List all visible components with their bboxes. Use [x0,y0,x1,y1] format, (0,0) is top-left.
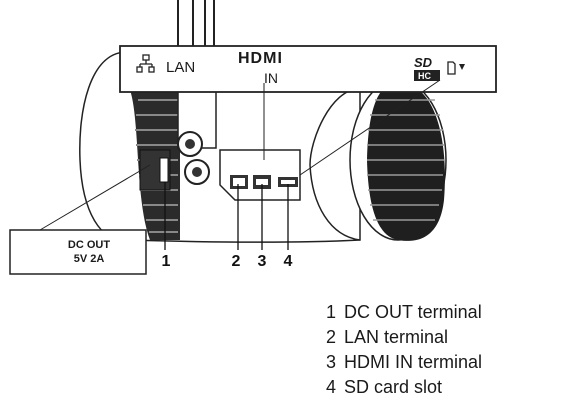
callout-number-1: 1 [162,253,171,270]
hdmi-logo: HDMI [238,50,283,67]
hc-logo-text: HC [418,71,431,81]
legend-text: SD card slot [344,377,443,397]
callout-number-2: 2 [232,253,241,270]
right-vent [349,79,447,241]
legend-number: 3 [326,352,337,372]
hdmi-in-label: IN [264,70,278,86]
legend-number: 2 [326,327,337,347]
legend-item: 2 LAN terminal [326,325,482,350]
legend-text: HDMI IN terminal [344,352,483,372]
legend-list: 1 DC OUT terminal 2 LAN terminal 3 HDMI … [326,300,482,400]
callout-number-3: 3 [258,253,267,270]
sdhc-logo: SD HC [414,55,440,81]
legend-text: LAN terminal [344,327,449,347]
legend-item: 3 HDMI IN terminal [326,350,482,375]
dc-out-label-box: DC OUT 5V 2A [9,164,151,275]
legend-number: 4 [326,377,337,397]
sd-logo-text: SD [414,55,433,70]
network-icon [136,54,155,73]
dc-out-label-line2: 5V 2A [74,253,105,265]
legend-item: 4 SD card slot [326,375,482,400]
connector-lines [263,79,441,176]
callout-leaders [164,182,289,250]
callout-number-4: 4 [284,253,293,270]
lan-label: LAN [166,59,195,76]
label-panel: LAN HDMI IN SD HC [119,45,497,93]
legend-text: DC OUT terminal [344,302,482,322]
port-panel [219,149,301,201]
dc-out-label-line1: DC OUT [68,239,110,251]
legend-number: 1 [326,302,337,322]
card-slot-icon [447,61,465,75]
device-illustration: LAN HDMI IN SD HC DC OUT 5V 2A 1 2 3 [9,0,497,275]
legend-item: 1 DC OUT terminal [326,300,482,325]
